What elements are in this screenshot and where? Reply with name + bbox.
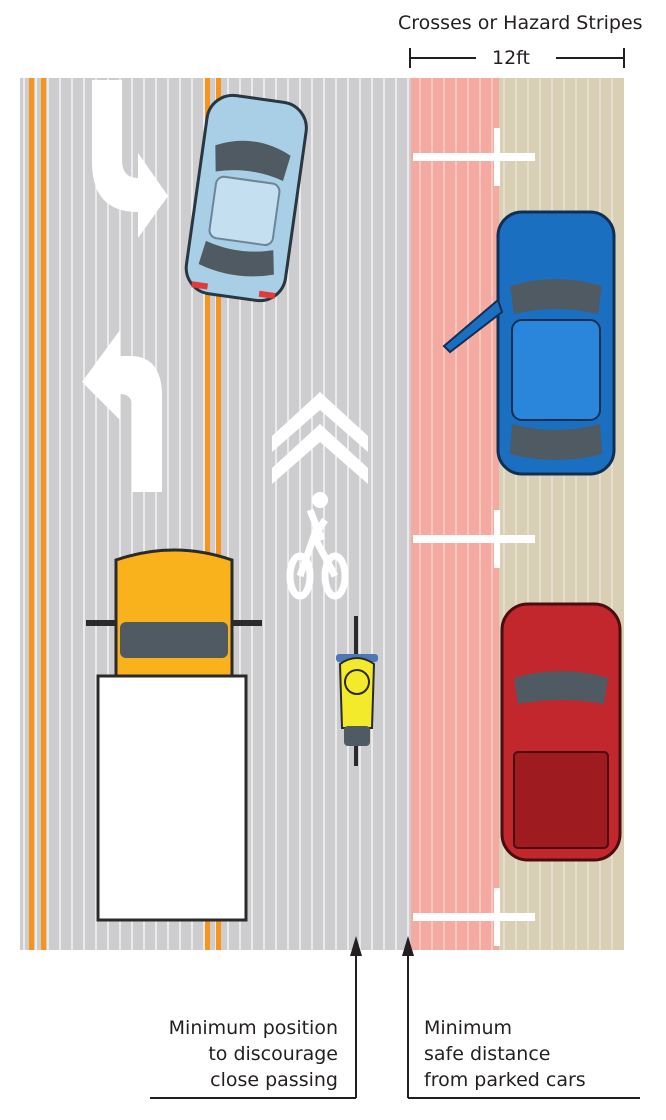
width-dimension-line bbox=[409, 48, 625, 68]
truck-icon bbox=[86, 548, 262, 922]
door-zone-line-2: safe distance bbox=[424, 1043, 551, 1065]
hazard-stripes-title: Crosses or Hazard Stripes bbox=[398, 12, 643, 34]
door-zone-line-3: from parked cars bbox=[424, 1069, 586, 1091]
left-center-line bbox=[29, 78, 46, 950]
bike-position-line-2: to discourage bbox=[208, 1043, 338, 1065]
bicycle-icon bbox=[286, 492, 349, 600]
sharrow-chevron-icon bbox=[272, 392, 368, 484]
bike-position-line-3: close passing bbox=[210, 1069, 338, 1091]
parking-crosses bbox=[413, 128, 535, 946]
bike-position-arrow bbox=[150, 936, 362, 1099]
bike-position-line-1: Minimum position bbox=[168, 1017, 338, 1039]
buffer-zone bbox=[411, 78, 499, 950]
cyclist-icon bbox=[336, 616, 378, 766]
door-zone-arrow bbox=[402, 936, 640, 1099]
blue-car-icon bbox=[442, 210, 616, 476]
door-zone-line-1: Minimum bbox=[424, 1017, 513, 1039]
red-car-icon bbox=[500, 602, 622, 862]
right-center-line bbox=[205, 78, 221, 950]
u-turn-arrow-icon bbox=[92, 80, 168, 238]
width-label: 12ft bbox=[492, 47, 530, 69]
left-turn-arrow-icon bbox=[82, 330, 162, 492]
light-blue-car-icon bbox=[184, 93, 308, 303]
